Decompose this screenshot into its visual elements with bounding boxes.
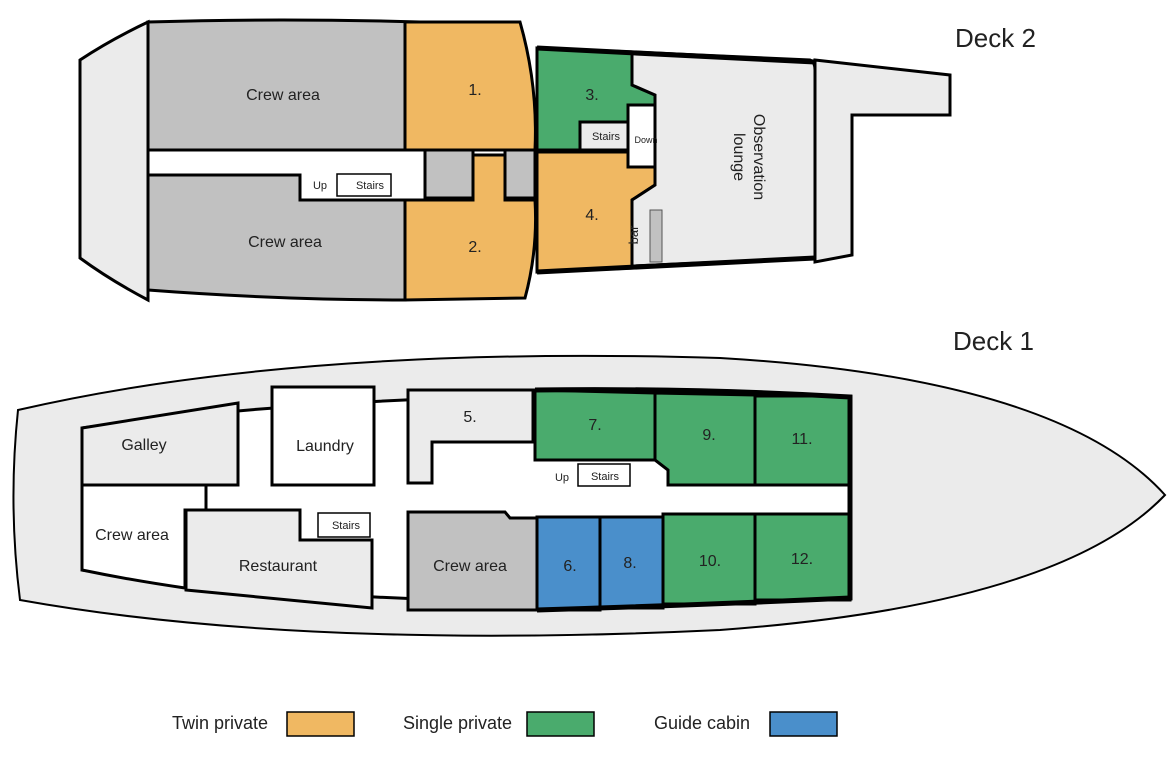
restaurant bbox=[184, 508, 374, 610]
deck-2-title: Deck 2 bbox=[955, 23, 1036, 53]
storage bbox=[503, 148, 537, 200]
legend-single-label: Single private bbox=[403, 713, 512, 733]
cabin-10-label: 10. bbox=[699, 553, 721, 570]
cabin-1-label: 1. bbox=[468, 82, 481, 99]
up-label: Up bbox=[555, 472, 569, 484]
legend: Twin private Single private Guide cabin bbox=[172, 711, 838, 737]
cabin-5-label: 5. bbox=[463, 409, 476, 426]
lounge-label: Observation bbox=[750, 114, 767, 200]
cabin-9-label: 9. bbox=[702, 427, 715, 444]
cabin-8-label: 8. bbox=[623, 555, 636, 572]
bow-section bbox=[78, 19, 150, 303]
legend-twin-label: Twin private bbox=[172, 713, 268, 733]
laundry-label: Laundry bbox=[296, 438, 354, 455]
crew-area-top bbox=[146, 18, 421, 152]
stairs-label: Stairs bbox=[332, 520, 361, 532]
cabin-3-label: 3. bbox=[585, 87, 598, 104]
outer-wall bbox=[534, 387, 853, 613]
legend-guide-swatch bbox=[769, 711, 838, 737]
legend-single-swatch bbox=[526, 711, 595, 737]
crew-area-label: Crew area bbox=[95, 527, 169, 544]
cabin-5 bbox=[406, 388, 535, 485]
deck-1: Deck 1 Galley Laundry Crew area Restaura… bbox=[12, 326, 1167, 637]
bar-counter bbox=[649, 209, 663, 263]
lounge-label: lounge bbox=[730, 133, 747, 181]
stairs-label: Stairs bbox=[356, 180, 385, 192]
galley-label: Galley bbox=[121, 437, 166, 454]
stairs-box[interactable] bbox=[317, 512, 371, 538]
cabin-12-label: 12. bbox=[791, 551, 813, 568]
galley bbox=[80, 401, 240, 487]
storage bbox=[423, 148, 475, 200]
outer-wall bbox=[536, 45, 816, 275]
cabin-2-label: 2. bbox=[468, 239, 481, 256]
laundry bbox=[270, 385, 376, 487]
stairs-label: Stairs bbox=[591, 471, 620, 483]
crew-area-label: Crew area bbox=[433, 558, 507, 575]
crew-area-label: Crew area bbox=[248, 234, 322, 251]
deck-1-title: Deck 1 bbox=[953, 326, 1034, 356]
stern-extension bbox=[813, 58, 952, 264]
legend-guide-label: Guide cabin bbox=[654, 713, 750, 733]
down-label: Down bbox=[634, 135, 657, 145]
crew-area-label: Crew area bbox=[246, 87, 320, 104]
stairs-box[interactable] bbox=[577, 463, 631, 487]
cabin-10 bbox=[661, 512, 757, 606]
cabin-7-label: 7. bbox=[588, 417, 601, 434]
bar-label: bar bbox=[626, 225, 641, 244]
stairs-box[interactable] bbox=[336, 173, 392, 197]
cabin-8 bbox=[598, 515, 665, 610]
stairs-label: Stairs bbox=[592, 131, 621, 143]
restaurant-label: Restaurant bbox=[239, 558, 318, 575]
up-label: Up bbox=[313, 180, 327, 192]
stairs-down[interactable] bbox=[578, 120, 630, 152]
legend-twin-swatch bbox=[286, 711, 355, 737]
cabin-4-label: 4. bbox=[585, 207, 598, 224]
cabin-2 bbox=[403, 153, 538, 302]
cabin-6-label: 6. bbox=[563, 558, 576, 575]
deck-2: Deck 2 Crew area Crew area 1. 2. 3. 4. U… bbox=[78, 18, 1036, 303]
cabin-11-label: 11. bbox=[791, 431, 812, 448]
